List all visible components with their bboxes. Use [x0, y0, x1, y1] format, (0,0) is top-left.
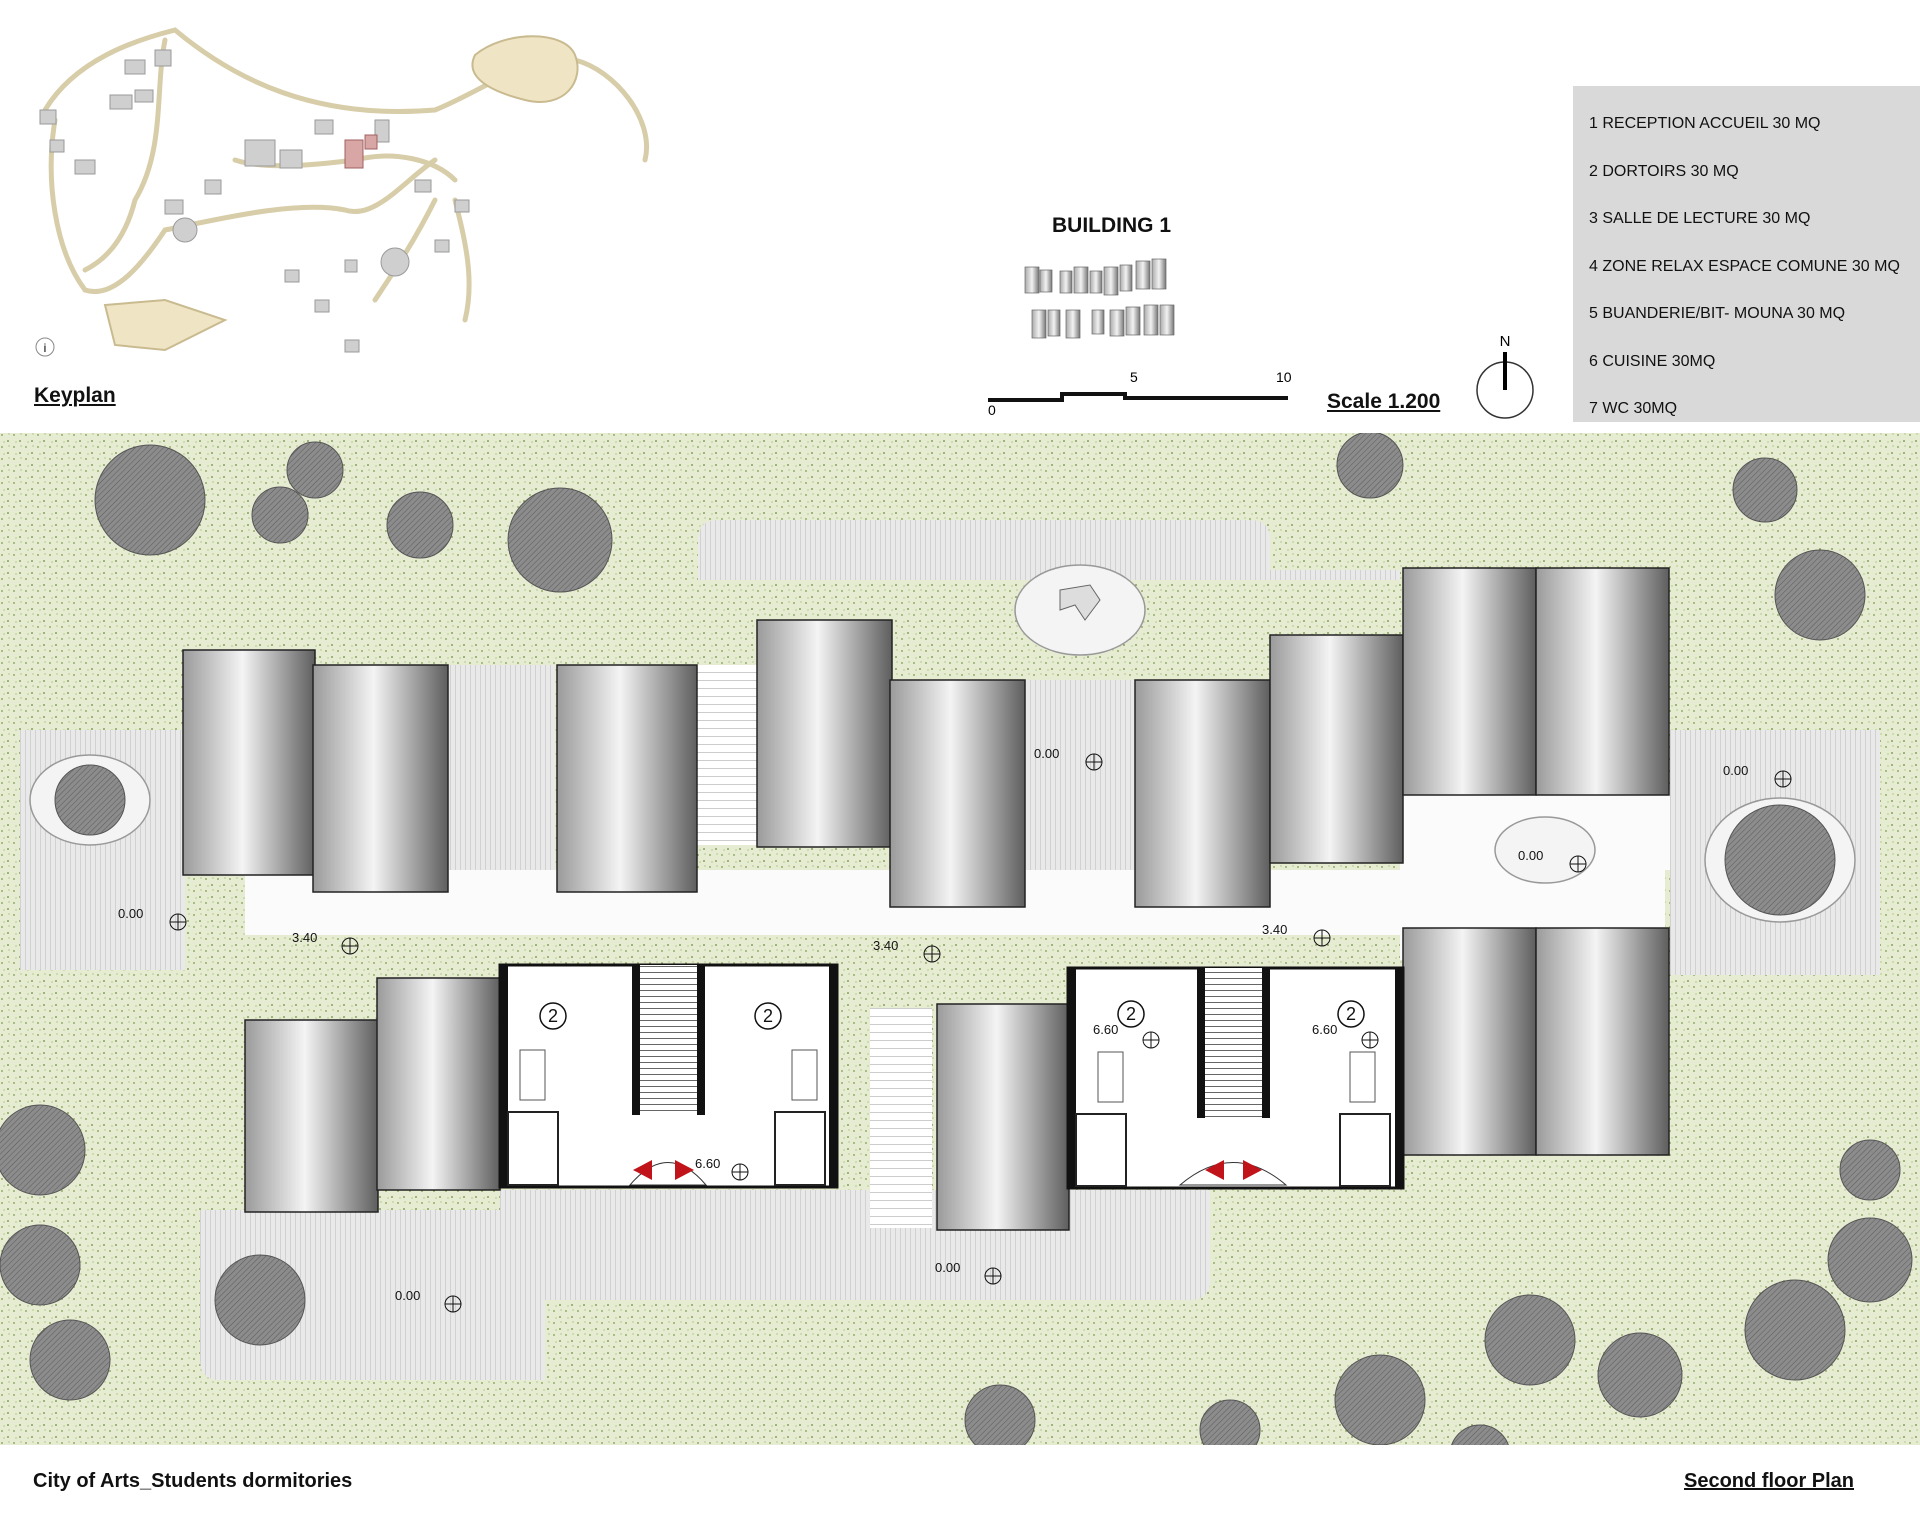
legend-item: 3 SALLE DE LECTURE 30 MQ — [1589, 210, 1811, 227]
scale-tick-10: 10 — [1276, 369, 1292, 385]
scale-bar: 0 5 10 — [988, 369, 1292, 416]
legend-item: 1 RECEPTION ACCUEIL 30 MQ — [1589, 115, 1821, 132]
level-marker: 0.00 — [1723, 763, 1792, 788]
svg-text:6.60: 6.60 — [695, 1156, 720, 1171]
building-mini-plan — [1024, 258, 1175, 339]
keyplan-map: i — [35, 27, 649, 357]
drawing-title: Second floor Plan — [1684, 1470, 1855, 1492]
legend-item: 6 CUISINE 30MQ — [1589, 352, 1716, 370]
level-markers: 0.00 0.00 0.00 0.00 3.40 3.40 3.40 6.60 … — [118, 746, 1792, 1313]
svg-text:3.40: 3.40 — [873, 938, 898, 953]
north-arrow-icon: N — [1476, 333, 1534, 419]
level-marker: 0.00 — [118, 906, 187, 931]
room-number: 2 — [1346, 1004, 1356, 1024]
legend-item: 2 DORTOIRS 30 MQ — [1589, 162, 1739, 180]
info-icon: i — [44, 341, 47, 355]
level-marker: 3.40 — [292, 930, 359, 955]
red-arrow-left-icon — [633, 1160, 652, 1180]
building-volumes — [182, 567, 1670, 1231]
level-marker: 0.00 — [1034, 746, 1103, 771]
room-number: 2 — [548, 1006, 558, 1026]
scale-tick-0: 0 — [988, 402, 996, 416]
level-marker: 3.40 — [1262, 922, 1331, 947]
svg-text:3.40: 3.40 — [292, 930, 317, 945]
room-numbers: 2 2 2 2 — [539, 1000, 1365, 1030]
dorm-block-left — [498, 963, 839, 1189]
svg-text:6.60: 6.60 — [1312, 1022, 1337, 1037]
dorm-block-right — [1066, 966, 1405, 1190]
floor-plan: 2 2 2 2 0.00 0.00 0.00 0.00 3.40 3.40 3.… — [0, 433, 1920, 1445]
red-arrow-left-icon — [1205, 1160, 1224, 1180]
legend-item: 5 BUANDERIE/BIT- MOUNA 30 MQ — [1589, 305, 1846, 322]
svg-text:0.00: 0.00 — [1518, 848, 1543, 863]
legend-item: 7 WC 30MQ — [1589, 400, 1678, 417]
level-marker: 6.60 — [1093, 1022, 1160, 1049]
keyplan-label: Keyplan — [34, 384, 116, 407]
red-arrow-right-icon — [675, 1160, 694, 1180]
level-marker: 0.00 — [1518, 848, 1587, 873]
level-marker: 3.40 — [873, 938, 941, 963]
svg-text:0.00: 0.00 — [118, 906, 143, 921]
north-label: N — [1500, 333, 1511, 350]
level-marker: 6.60 — [695, 1156, 749, 1181]
room-number: 2 — [1126, 1004, 1136, 1024]
red-arrow-right-icon — [1243, 1160, 1262, 1180]
svg-text:0.00: 0.00 — [935, 1260, 960, 1275]
level-marker: 0.00 — [395, 1288, 462, 1313]
legend-item: 4 ZONE RELAX ESPACE COMUNE 30 MQ — [1589, 257, 1900, 275]
project-title: City of Arts_Students dormitories — [33, 1470, 353, 1492]
scale-tick-5: 5 — [1130, 369, 1138, 385]
building-title: BUILDING 1 — [1052, 214, 1172, 237]
scale-label: Scale 1.200 — [1327, 390, 1441, 413]
svg-text:0.00: 0.00 — [1723, 763, 1748, 778]
svg-text:0.00: 0.00 — [395, 1288, 420, 1303]
room-legend: 1 RECEPTION ACCUEIL 30 MQ 2 DORTOIRS 30 … — [1573, 86, 1920, 422]
level-marker: 6.60 — [1312, 1022, 1379, 1049]
svg-text:3.40: 3.40 — [1262, 922, 1287, 937]
room-number: 2 — [763, 1006, 773, 1026]
level-marker: 0.00 — [935, 1260, 1002, 1285]
svg-text:6.60: 6.60 — [1093, 1022, 1118, 1037]
svg-text:0.00: 0.00 — [1034, 746, 1059, 761]
